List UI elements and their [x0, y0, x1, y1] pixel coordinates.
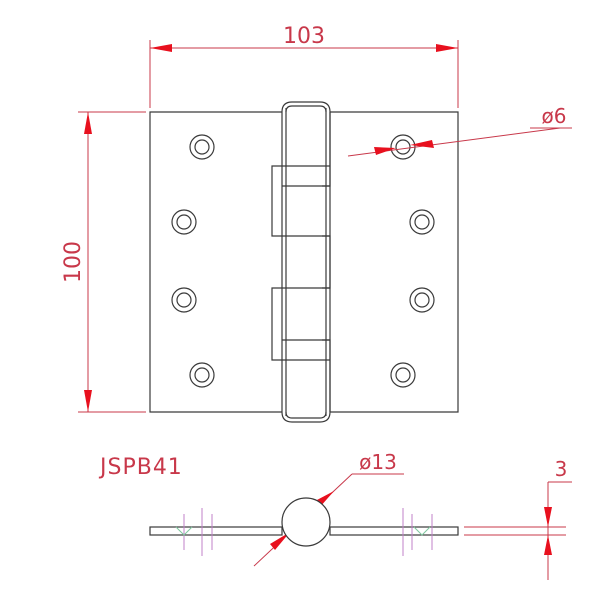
screw-hole-left-2: [171, 209, 197, 235]
knuckle-inner-bottom: [285, 411, 327, 419]
screw-hole-left-3: [171, 287, 197, 313]
hole-countersink-right: [413, 526, 431, 536]
screw-hole-left-1: [189, 134, 215, 160]
left-leaf-knuckle-notch-2: [271, 287, 282, 361]
screw-hole-left-4: [189, 362, 215, 388]
side-view-hole-marks: [175, 508, 433, 556]
knuckle-diameter-label: ø13: [359, 450, 397, 474]
screw-hole-right-2: [409, 209, 435, 235]
height-arrow-bottom: [84, 390, 92, 412]
width-dimension-label: 103: [283, 24, 325, 49]
hinge-front-view: [149, 101, 459, 423]
knuckle-inner-top: [285, 105, 327, 113]
screw-hole-right-4: [390, 362, 416, 388]
hinge-side-view: [149, 497, 459, 547]
left-leaf-outline: [149, 111, 282, 413]
height-dimension-label: 100: [61, 241, 86, 283]
width-arrow-left: [150, 44, 172, 52]
side-view-right-leaf: [329, 526, 459, 536]
right-leaf-outline: [330, 111, 459, 413]
width-arrow-right: [436, 44, 458, 52]
height-arrow-top: [84, 112, 92, 134]
hole-countersink-left: [175, 526, 193, 536]
screw-hole-right-1: [390, 134, 416, 160]
screw-hole-right-3: [409, 287, 435, 313]
screw-holes: [171, 134, 435, 388]
hole-arrow-left: [374, 147, 396, 155]
hole-arrow-right: [410, 140, 434, 148]
thickness-arrow-bottom: [544, 535, 552, 555]
side-view-left-leaf: [149, 526, 283, 536]
left-leaf-knuckle-notch: [271, 165, 282, 237]
thickness-arrow-top: [544, 507, 552, 527]
thickness-label: 3: [555, 457, 568, 481]
dimension-lines: [78, 40, 572, 580]
hole-diameter-label: ø6: [542, 104, 567, 128]
side-view-knuckle: [281, 497, 331, 547]
knuckle-arrow-lower: [270, 532, 290, 550]
knuckle-barrel: [281, 101, 331, 423]
model-number-label: JSPB41: [98, 455, 183, 480]
